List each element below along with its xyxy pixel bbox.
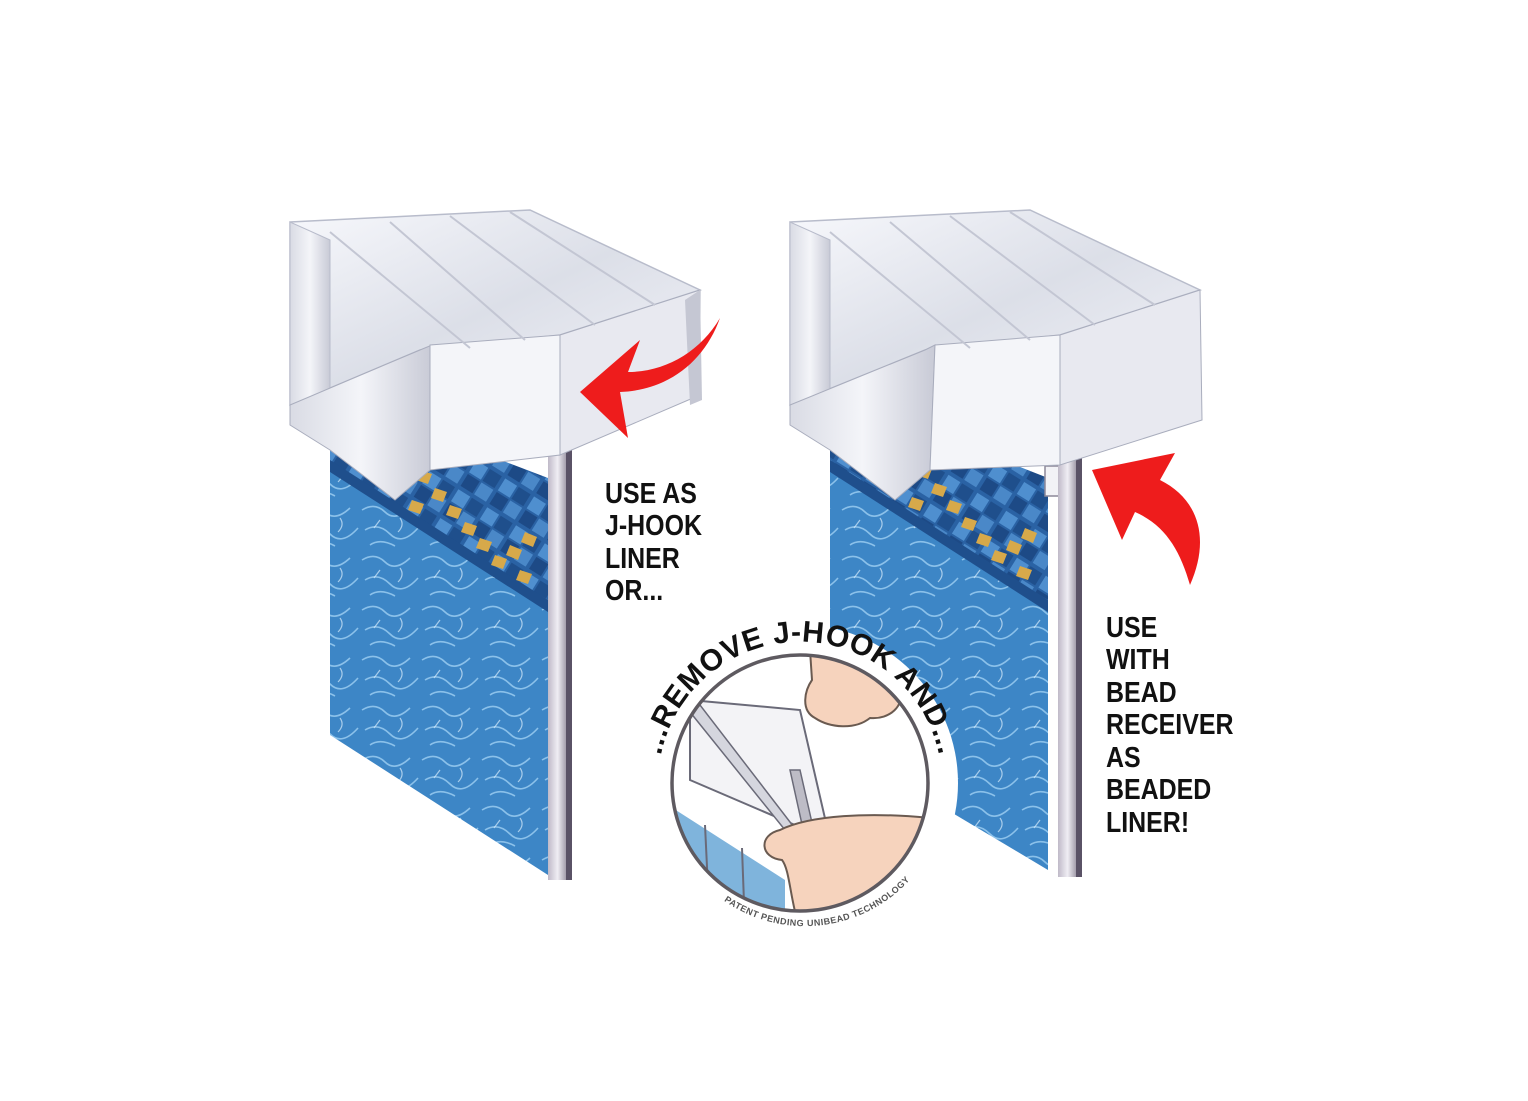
inset-ring — [670, 653, 930, 913]
left-callout-text: USE AS J-HOOK LINER OR... — [605, 478, 702, 608]
right-callout-line: BEAD — [1106, 676, 1177, 709]
left-callout-line: OR... — [605, 575, 664, 608]
bead-receiver — [1044, 465, 1060, 497]
left-liner-water — [330, 460, 548, 875]
right-callout-line: WITH — [1106, 644, 1170, 677]
right-callout-line: USE — [1106, 612, 1158, 644]
right-callout-line: RECEIVER — [1106, 709, 1234, 742]
right-callout-line: BEADED — [1106, 774, 1212, 807]
right-callout-line: LINER! — [1106, 806, 1190, 839]
left-assembly-jhook — [289, 209, 720, 880]
right-red-arrow-icon — [1092, 453, 1200, 585]
left-red-arrow-icon — [580, 318, 720, 438]
right-callout-text: USE WITH BEAD RECEIVER AS BEADED LINER! — [1106, 612, 1234, 839]
left-callout-line: LINER — [605, 542, 680, 575]
left-callout-line: J-HOOK — [605, 510, 703, 543]
remove-jhook-inset: ...REMOVE J-HOOK AND... PATENT PENDING U… — [635, 615, 964, 941]
left-gold-tiles — [408, 470, 537, 584]
left-callout-line: USE AS — [605, 478, 697, 510]
right-callout-line: AS — [1106, 741, 1141, 774]
